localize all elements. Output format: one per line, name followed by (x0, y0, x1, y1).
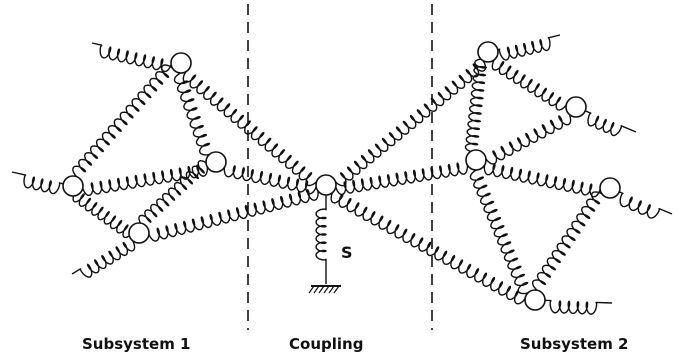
mass-node-r3 (465, 149, 487, 171)
spring-free-r1 (487, 34, 561, 61)
spring-free-r4 (609, 187, 673, 219)
ground-hatch (328, 285, 335, 294)
spring-r3-r5 (469, 159, 536, 301)
mass-node-l3 (62, 175, 84, 197)
spring-free-r5 (534, 299, 613, 315)
spring-free-l1 (91, 42, 182, 73)
spring-r4-r5 (531, 187, 611, 301)
mass-node-l4 (128, 222, 150, 244)
mass-node-r5 (524, 289, 546, 311)
mass-node-r1 (477, 41, 499, 63)
spring-r3-r4 (475, 159, 611, 198)
spring-coupling-r5 (325, 184, 536, 305)
coupling-spring-label: S (341, 243, 353, 262)
spring-l2-coupling (215, 161, 327, 195)
spring-r1-r3 (464, 51, 489, 161)
spring-s-ground (315, 185, 327, 284)
spring-l3-l2 (72, 161, 217, 197)
ground-hatch (333, 285, 340, 294)
spring-l1-l3 (72, 62, 182, 187)
spring-coupling-r1 (325, 51, 489, 187)
spring-l4-coupling (138, 184, 327, 242)
spring-free-l4 (71, 232, 140, 278)
spring-l2-l4 (138, 160, 217, 234)
ground-hatch (323, 285, 330, 294)
spring-free-l3 (11, 171, 74, 195)
ground-hatch (313, 285, 320, 294)
spring-l3-l4 (72, 185, 140, 239)
mass-node-l2 (205, 151, 227, 173)
ground-hatch (308, 285, 315, 294)
spring-l1-coupling (180, 62, 327, 187)
spring-coupling-r3 (325, 159, 477, 196)
ground-hatch (318, 285, 325, 294)
mass-node-l1 (170, 52, 192, 74)
coupling-label: Coupling (289, 335, 364, 353)
mass-node-c (315, 174, 337, 196)
spring-free-r2 (575, 106, 637, 137)
spring-r3-r2 (475, 106, 577, 165)
spring-l1-l2 (173, 62, 217, 163)
mass-node-r2 (565, 96, 587, 118)
subsystem-2-label: Subsystem 2 (520, 335, 629, 353)
spring-r1-r2 (487, 51, 577, 111)
mass-node-r4 (599, 177, 621, 199)
subsystem-1-label: Subsystem 1 (82, 335, 191, 353)
